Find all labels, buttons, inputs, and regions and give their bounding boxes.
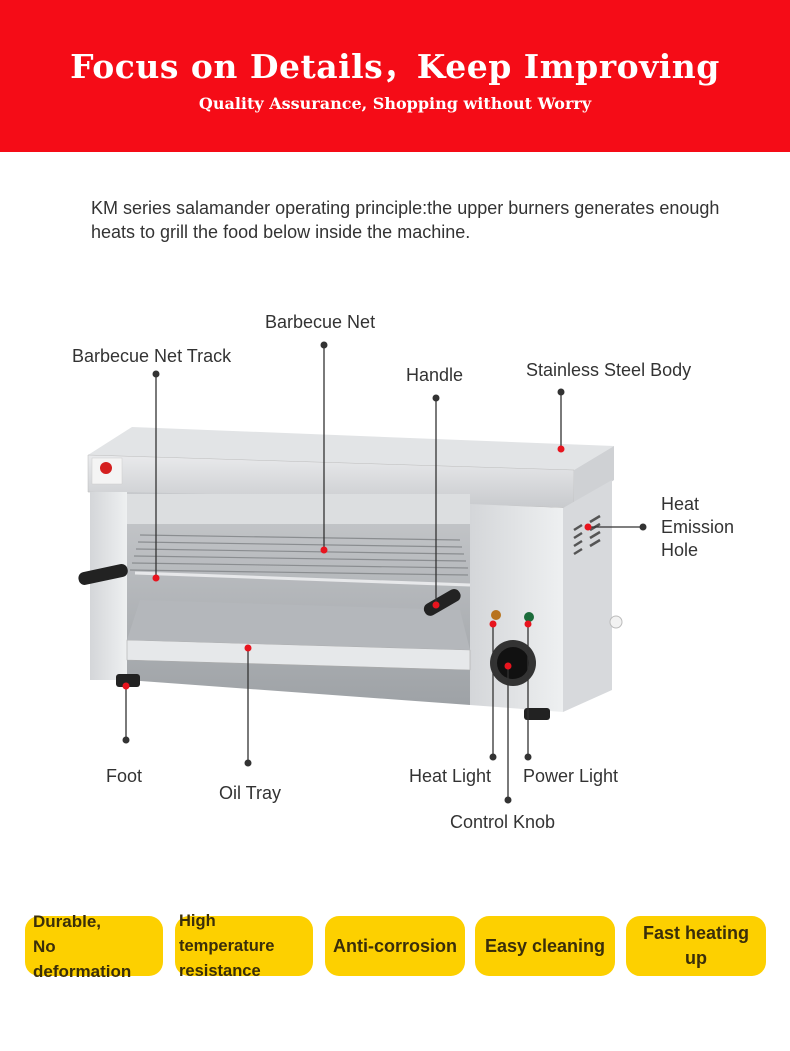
badge-text: High temperature [179,911,275,955]
control-knob[interactable] [497,647,529,679]
label-heat-emission-hole: Heat Emission Hole [661,493,734,562]
badge-text: resistance [179,961,261,980]
label-line: Emission [661,517,735,537]
badge-text: Fast heating up [642,923,749,968]
label-oil-tray: Oil Tray [219,783,282,803]
label-barbecue-net-track: Barbecue Net Track [72,346,232,366]
badge-text: No deformation [33,936,132,981]
power-light [524,612,534,622]
foot-right [524,708,550,720]
handle-right [423,588,461,616]
label-handle: Handle [406,365,464,385]
feature-badge-durable: Durable, No deformation [25,912,163,981]
label-line: Hole [661,540,699,560]
label-stainless-steel-body: Stainless Steel Body [526,360,692,380]
page-subtitle: Quality Assurance, Shopping without Worr… [198,94,592,113]
label-power-light: Power Light [523,766,619,786]
feature-badge-high-temperature: High temperature resistance [175,912,313,980]
label-foot: Foot [106,766,143,786]
heat-light [491,610,501,620]
badge-text: Durable, [33,911,102,931]
handle-left [78,564,128,585]
callout-markers [122,445,592,690]
barbecue-net [129,534,469,576]
foot-left [116,674,140,687]
label-line: Heat [661,494,700,514]
label-barbecue-net: Barbecue Net [265,312,376,332]
page-title: Focus on Details，Keep Improving [70,47,720,86]
machine-top [88,427,614,470]
header-banner: Focus on Details，Keep Improving Quality … [0,0,790,152]
badge-text: Easy cleaning [484,935,606,956]
feature-badge-anti-corrosion: Anti-corrosion [325,916,465,976]
feature-badge-easy-cleaning: Easy cleaning [475,916,615,976]
badge-text: Anti-corrosion [333,935,457,956]
side-panel [563,480,612,712]
label-heat-light: Heat Light [409,766,492,786]
left-pillar [90,492,127,680]
product-description: KM series salamander operating principle… [91,198,720,242]
label-control-knob: Control Knob [450,812,556,832]
feature-badge-fast-heating: Fast heating up [626,916,766,976]
